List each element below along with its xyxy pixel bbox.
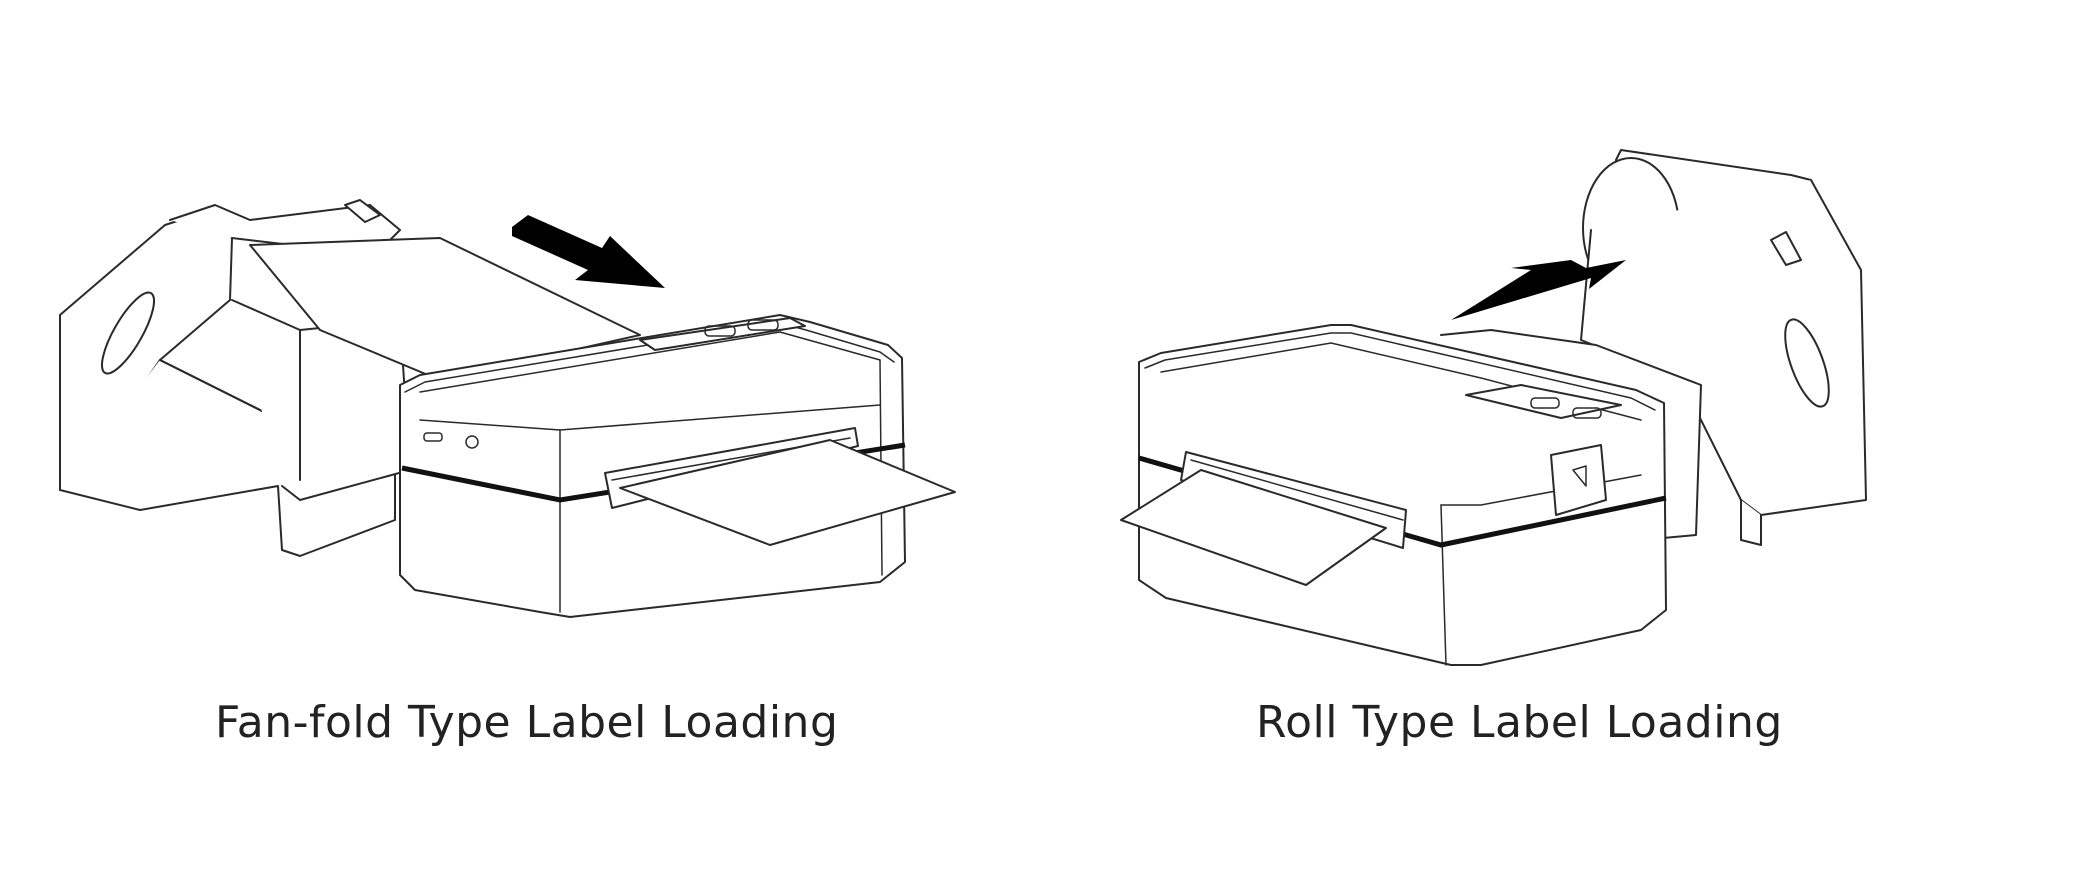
label-printer-roll — [1120, 324, 1667, 666]
fanfold-caption: Fan-fold Type Label Loading — [215, 697, 839, 748]
roll-panel: Roll Type Label Loading — [1041, 0, 2082, 894]
feed-direction-arrow-roll — [1451, 260, 1626, 320]
roll-caption: Roll Type Label Loading — [1256, 697, 1783, 748]
feed-direction-arrow — [512, 215, 665, 288]
label-holder-stand — [59, 199, 411, 557]
label-printer — [399, 314, 956, 618]
fanfold-illustration — [59, 199, 956, 618]
roll-illustration — [1120, 149, 1867, 666]
fanfold-panel: Fan-fold Type Label Loading — [59, 199, 956, 748]
